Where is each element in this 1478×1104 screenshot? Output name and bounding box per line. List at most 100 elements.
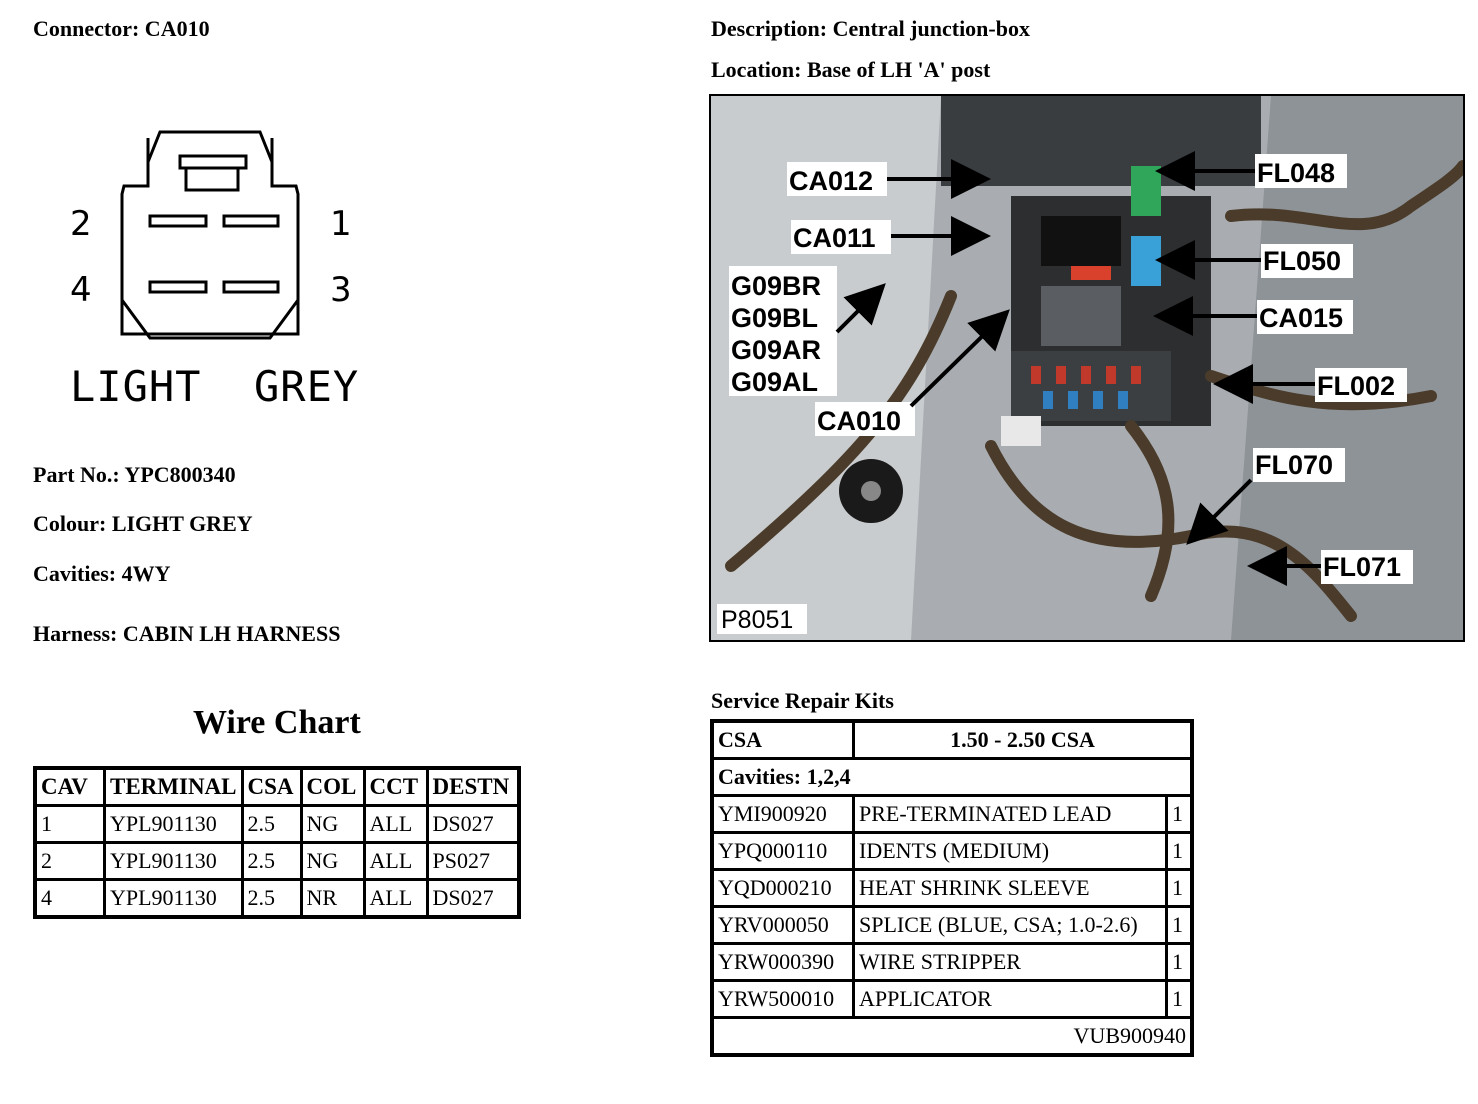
- callout-label: CA010: [817, 406, 901, 436]
- callout-ca010: CA010: [815, 309, 1010, 436]
- junction-box-illustration: CA012 CA011 G09BR G09BL G09AR G09AL CA01…: [711, 96, 1463, 640]
- location-heading: Location: Base of LH 'A' post: [711, 57, 991, 82]
- table-cell: 4: [33, 878, 106, 919]
- callout-label: G09BL: [731, 303, 818, 333]
- callout-fl002: FL002: [1213, 364, 1407, 404]
- cavities-info: Cavities: 4WY: [33, 561, 171, 586]
- pin-label-1: 1: [330, 204, 352, 244]
- part-number: Part No.: YPC800340: [33, 462, 236, 487]
- callout-ca011: CA011: [791, 216, 991, 256]
- service-kits-title: Service Repair Kits: [711, 688, 894, 713]
- description-heading: Description: Central junction-box: [711, 16, 1030, 41]
- connector-face-diagram: [60, 120, 320, 355]
- table-row: YRV000050 SPLICE (BLUE, CSA; 1.0-2.6) 1: [710, 905, 1194, 945]
- kit-number: VUB900940: [710, 1016, 1194, 1057]
- kit-cavities: Cavities: 1,2,4: [710, 757, 1194, 797]
- table-row: YRW000390 WIRE STRIPPER 1: [710, 942, 1194, 982]
- callout-label: FL050: [1263, 246, 1341, 276]
- table-cell: NR: [299, 878, 366, 919]
- colour-info: Colour: LIGHT GREY: [33, 511, 253, 536]
- table-cell: APPLICATOR: [852, 979, 1168, 1019]
- callout-label: G09BR: [731, 271, 821, 301]
- table-cell: NG: [299, 841, 366, 881]
- table-cell: ALL: [362, 841, 429, 881]
- table-cell: PS027: [425, 841, 521, 881]
- table-cell: 1: [33, 804, 106, 844]
- table-row: YRW500010 APPLICATOR 1: [710, 979, 1194, 1019]
- col-header: DESTN: [425, 766, 521, 807]
- junction-box-photo: CA012 CA011 G09BR G09BL G09AR G09AL CA01…: [709, 94, 1465, 642]
- table-cell: YPL901130: [103, 804, 244, 844]
- harness-info: Harness: CABIN LH HARNESS: [33, 621, 341, 646]
- callout-ca015: CA015: [1153, 296, 1353, 336]
- table-cell: 2: [33, 841, 106, 881]
- callout-label: FL070: [1255, 450, 1333, 480]
- kit-number-row: VUB900940: [710, 1016, 1194, 1057]
- table-cell: DS027: [425, 804, 521, 844]
- pin-label-3: 3: [330, 270, 352, 310]
- table-cell: YQD000210: [710, 868, 855, 908]
- pin-label-2: 2: [70, 204, 92, 244]
- table-cell: 1: [1165, 979, 1194, 1019]
- callout-fl071: FL071: [1247, 546, 1413, 586]
- callout-fl050: FL050: [1155, 240, 1353, 280]
- pin-label-4: 4: [70, 270, 92, 310]
- table-cell: YRV000050: [710, 905, 855, 945]
- callout-label: FL071: [1323, 552, 1401, 582]
- wire-chart-table: CAV TERMINAL CSA COL CCT DESTN 1 YPL9011…: [33, 766, 521, 919]
- table-row: YPQ000110 IDENTS (MEDIUM) 1: [710, 831, 1194, 871]
- callout-label: CA015: [1259, 303, 1343, 333]
- callout-label: FL002: [1317, 371, 1395, 401]
- callout-label: FL048: [1257, 158, 1335, 188]
- table-cell: YPQ000110: [710, 831, 855, 871]
- col-header: CCT: [362, 766, 429, 807]
- table-row: 4 YPL901130 2.5 NR ALL DS027: [33, 878, 521, 919]
- callout-label: CA012: [789, 166, 873, 196]
- table-cell: ALL: [362, 878, 429, 919]
- connector-outline: [120, 130, 300, 340]
- table-cell: YRW000390: [710, 942, 855, 982]
- callout-fl070: FL070: [1186, 448, 1345, 545]
- table-cell: WIRE STRIPPER: [852, 942, 1168, 982]
- table-cell: DS027: [425, 878, 521, 919]
- callout-label: G09AR: [731, 335, 821, 365]
- table-cell: SPLICE (BLUE, CSA; 1.0-2.6): [852, 905, 1168, 945]
- wire-chart-title: Wire Chart: [193, 704, 361, 741]
- table-cell: IDENTS (MEDIUM): [852, 831, 1168, 871]
- cavities-row: Cavities: 1,2,4: [710, 757, 1194, 797]
- col-header: CAV: [33, 766, 106, 807]
- col-header: CSA: [240, 766, 303, 807]
- wire-chart-header-row: CAV TERMINAL CSA COL CCT DESTN: [33, 766, 521, 807]
- table-cell: 1: [1165, 831, 1194, 871]
- callout-label: CA011: [793, 223, 876, 253]
- callout-g09-group: G09BR G09BL G09AR G09AL: [729, 266, 886, 397]
- table-cell: PRE-TERMINATED LEAD: [852, 794, 1168, 834]
- table-cell: NG: [299, 804, 366, 844]
- table-cell: 1: [1165, 905, 1194, 945]
- connector-heading: Connector: CA010: [33, 16, 210, 41]
- table-row: YQD000210 HEAT SHRINK SLEEVE 1: [710, 868, 1194, 908]
- callout-ca012: CA012: [787, 159, 991, 199]
- service-kits-table: CSA 1.50 - 2.50 CSA Cavities: 1,2,4 YMI9…: [710, 719, 1194, 1057]
- table-cell: 1: [1165, 794, 1194, 834]
- table-cell: 2.5: [240, 878, 303, 919]
- table-cell: HEAT SHRINK SLEEVE: [852, 868, 1168, 908]
- table-cell: YPL901130: [103, 841, 244, 881]
- table-cell: 2.5: [240, 841, 303, 881]
- connector-colour-label: LIGHT GREY: [70, 362, 360, 411]
- table-cell: YRW500010: [710, 979, 855, 1019]
- csa-value: 1.50 - 2.50 CSA: [852, 719, 1194, 760]
- callout-label: G09AL: [731, 367, 818, 397]
- table-cell: YPL901130: [103, 878, 244, 919]
- csa-label: CSA: [710, 719, 855, 760]
- photo-caption: P8051: [721, 606, 793, 634]
- callout-fl048: FL048: [1155, 151, 1347, 191]
- table-row: 1 YPL901130 2.5 NG ALL DS027: [33, 804, 521, 844]
- table-cell: 1: [1165, 868, 1194, 908]
- csa-row: CSA 1.50 - 2.50 CSA: [710, 719, 1194, 760]
- col-header: COL: [299, 766, 366, 807]
- table-cell: 2.5: [240, 804, 303, 844]
- table-row: YMI900920 PRE-TERMINATED LEAD 1: [710, 794, 1194, 834]
- table-row: 2 YPL901130 2.5 NG ALL PS027: [33, 841, 521, 881]
- table-cell: ALL: [362, 804, 429, 844]
